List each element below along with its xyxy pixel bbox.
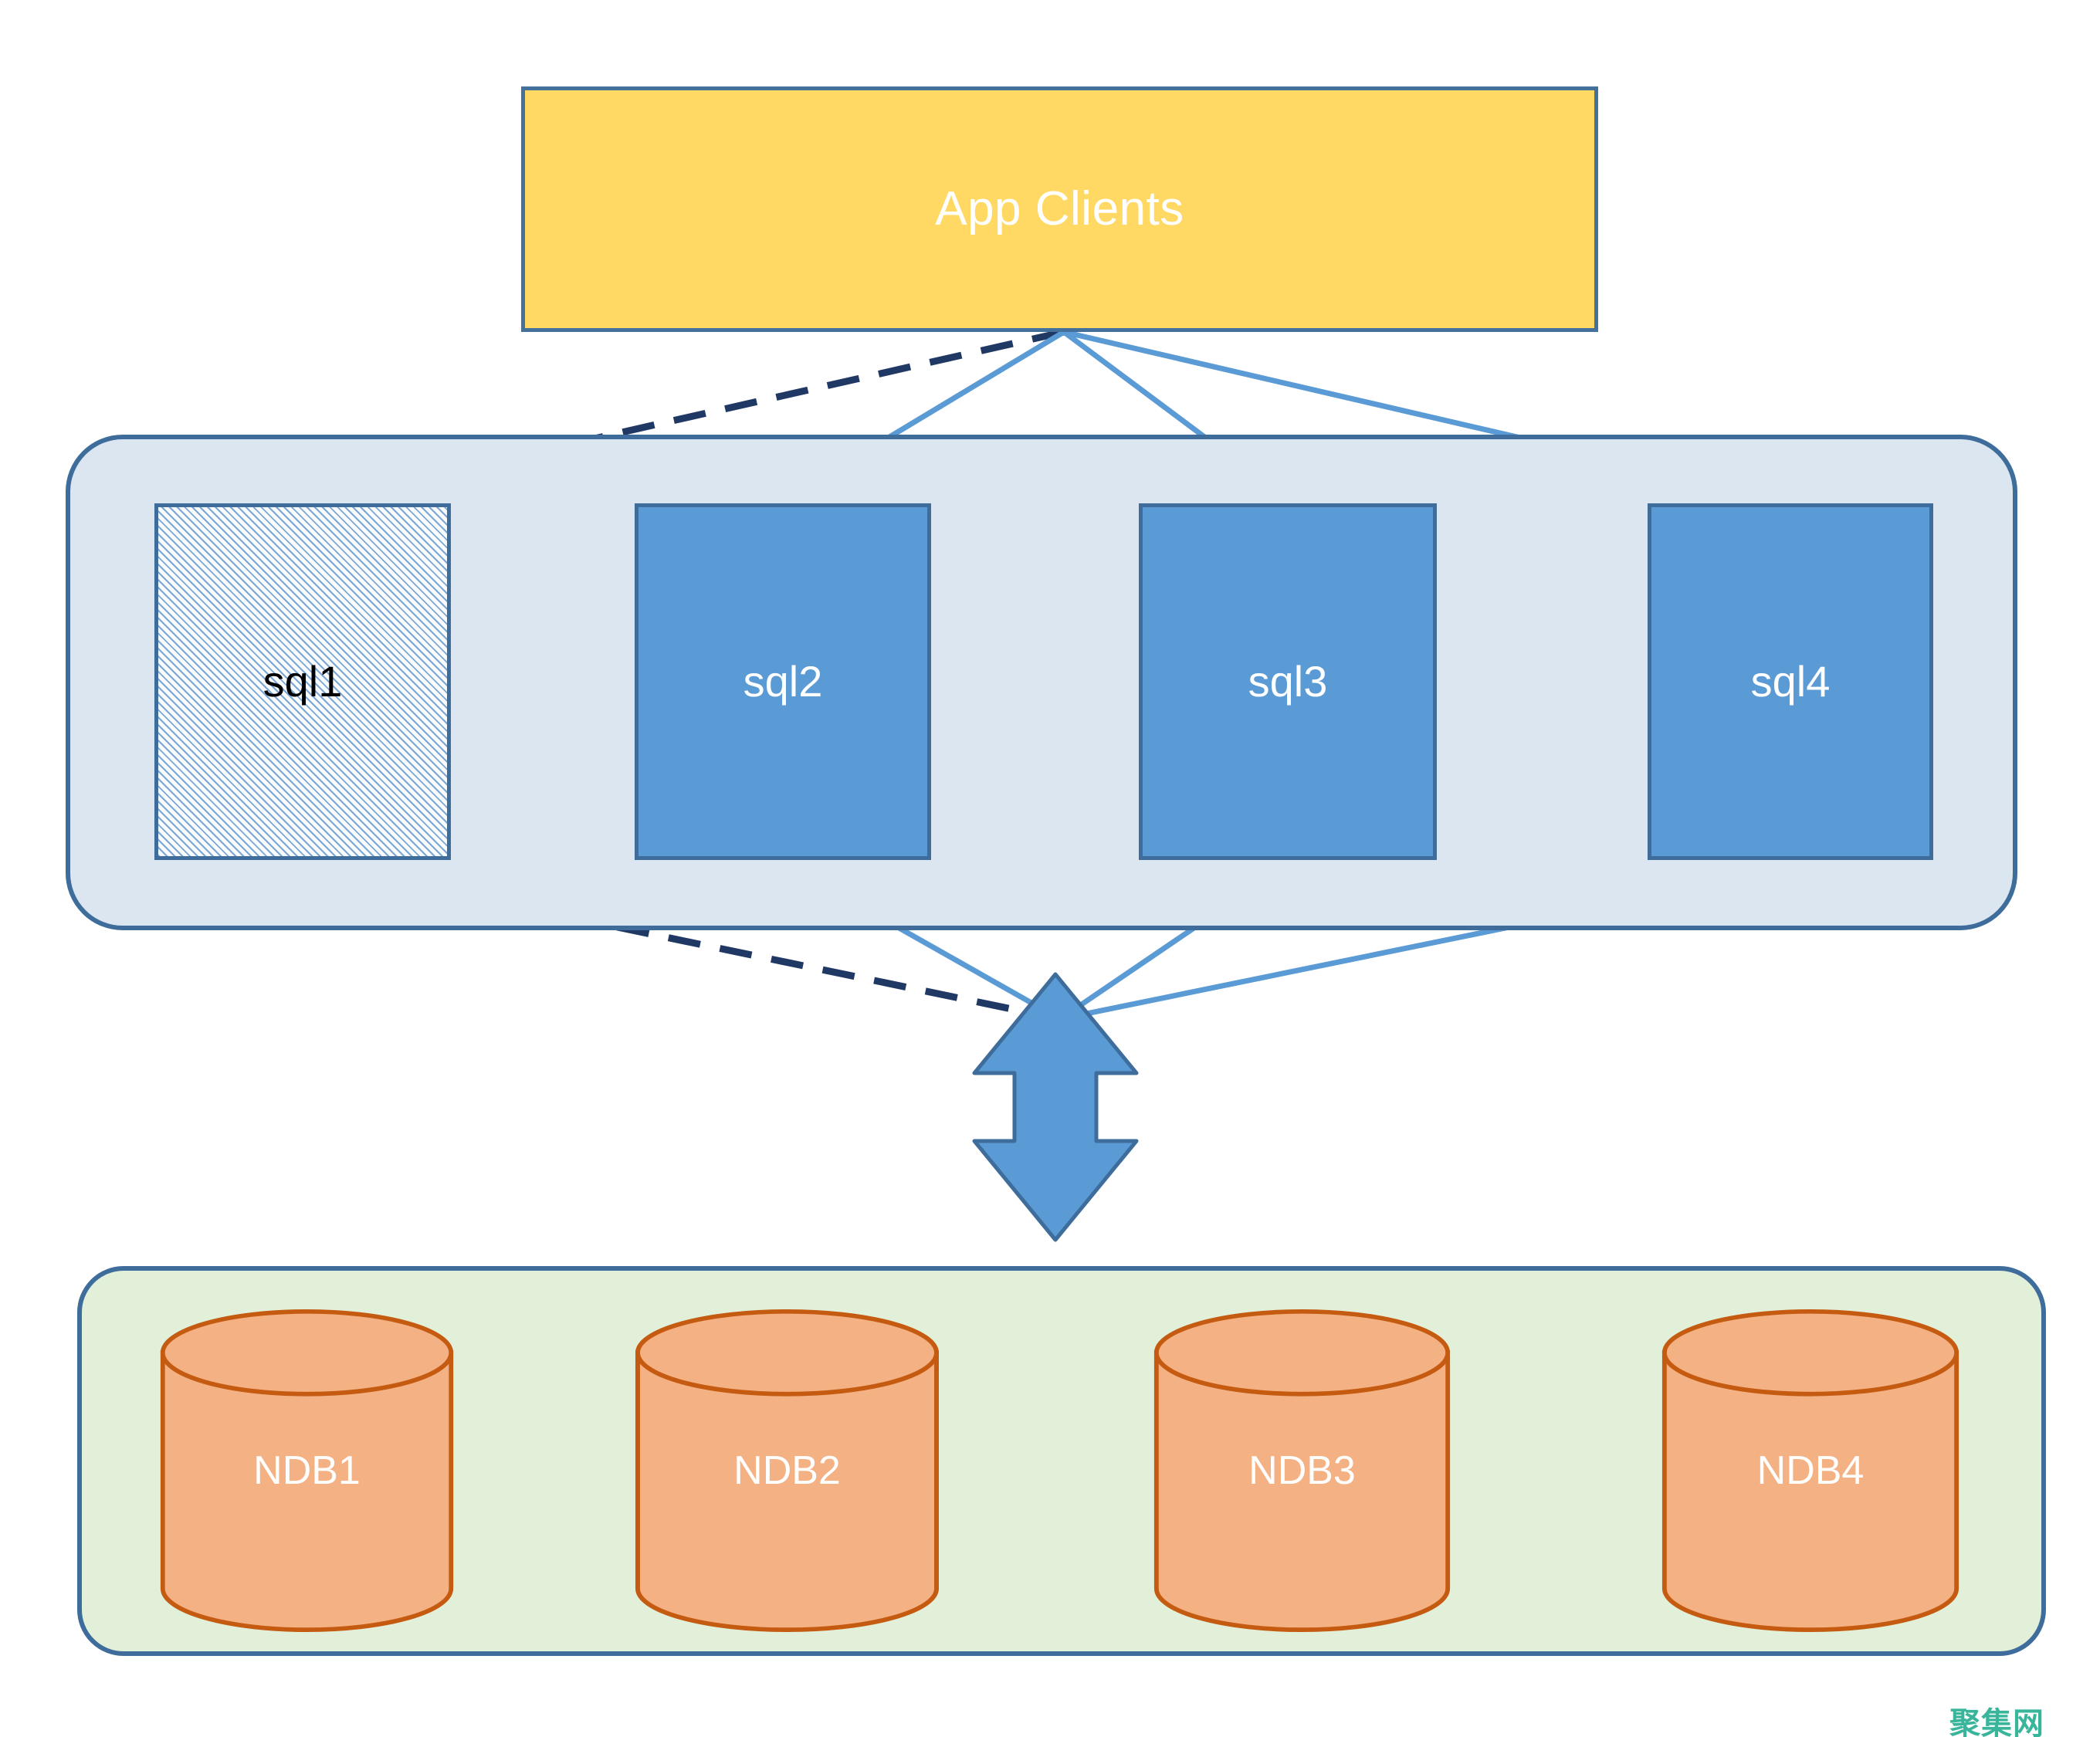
database-cylinder-icon <box>1661 1309 1959 1633</box>
ndb-node-ndb4[interactable]: NDB4 <box>1660 1309 1961 1633</box>
app-clients-label: App Clients <box>935 182 1184 235</box>
database-cylinder-icon <box>1153 1309 1451 1633</box>
ndb-node-ndb3[interactable]: NDB3 <box>1152 1309 1452 1633</box>
sql-node-label: sql4 <box>1750 657 1831 706</box>
database-cylinder-icon <box>635 1309 940 1633</box>
sql-node-sql4[interactable]: sql4 <box>1648 503 1933 860</box>
sql-node-label: sql1 <box>262 657 343 706</box>
database-cylinder-icon <box>160 1309 454 1633</box>
app-clients-box[interactable]: App Clients <box>521 86 1598 332</box>
sql-node-label: sql2 <box>743 657 823 706</box>
sql-node-label: sql3 <box>1248 657 1328 706</box>
sql-node-sql3[interactable]: sql3 <box>1139 503 1437 860</box>
sql-node-sql1[interactable]: sql1 <box>154 503 451 860</box>
ndb-node-ndb2[interactable]: NDB2 <box>633 1309 941 1633</box>
tier-link-double-arrow <box>972 972 1139 1242</box>
sql-node-sql2[interactable]: sql2 <box>635 503 931 860</box>
watermark-text: 聚集网 <box>1949 1707 2044 1737</box>
ndb-node-ndb1[interactable]: NDB1 <box>158 1309 456 1633</box>
